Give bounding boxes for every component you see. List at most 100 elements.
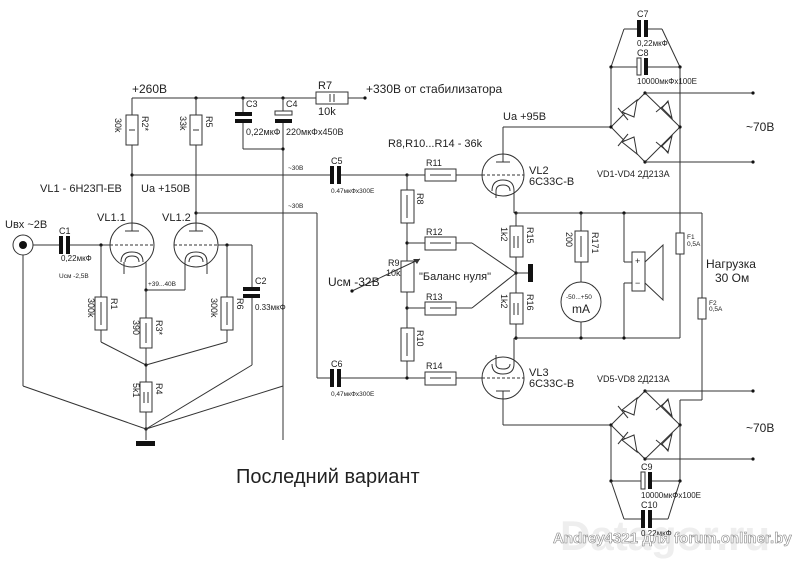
r7-value: 10k — [318, 106, 336, 118]
capacitor-c3 — [235, 112, 252, 123]
c3-value: 0,22мкФ — [246, 127, 281, 137]
c9-label: C9 — [641, 462, 653, 472]
r2-value: 30k — [113, 118, 123, 133]
capacitor-c2 — [243, 287, 260, 298]
resistor-r14 — [424, 371, 457, 386]
r6-label: R6 — [235, 298, 245, 310]
capacitor-c1 — [59, 236, 70, 254]
r16-label: R16 — [525, 294, 535, 311]
vl12-label: VL1.2 — [162, 212, 191, 224]
c1-label: C1 — [59, 226, 71, 236]
r171-label: R171 — [590, 232, 600, 254]
r4-label: R4 — [154, 383, 164, 395]
resistor-r2 — [125, 114, 139, 146]
resistor-r8 — [400, 189, 415, 224]
ac30-label-a: ~30В — [288, 165, 303, 172]
r3-value: 390 — [131, 320, 141, 335]
meter-unit: mA — [572, 302, 590, 316]
capacitor-c9 — [611, 471, 680, 490]
c8-value: 10000мкФх100Е — [637, 77, 697, 86]
fuse-f2 — [697, 297, 707, 320]
ac70-top-label: ~70В — [746, 120, 774, 134]
vl2-label: VL2 — [529, 165, 549, 177]
author-watermark: Andrey4321 для forum.onliner.by — [553, 530, 792, 547]
r13-label: R13 — [426, 292, 443, 302]
resistor-r10 — [400, 327, 415, 362]
r11-label: R11 — [426, 158, 442, 168]
ground-icon — [136, 441, 155, 446]
f2-label: F2 — [709, 300, 717, 307]
fuse-f1 — [675, 232, 685, 255]
r15-label: R15 — [525, 227, 535, 244]
capacitor-c10 — [610, 480, 681, 528]
f2-value: 0,5А — [709, 306, 723, 313]
tube-vl3 — [481, 338, 525, 400]
ua150-label: Ua +150В — [141, 183, 190, 195]
r8-label: R8 — [415, 193, 425, 205]
diode-bridge-vd1-vd4 — [610, 92, 681, 163]
r16-value: 1k2 — [499, 294, 509, 309]
c9-value: 10000мкФх100Е — [641, 491, 701, 500]
load-value: 30 Ом — [715, 271, 749, 285]
supply-260-label: +260В — [132, 82, 167, 96]
tube-vl2 — [481, 153, 525, 213]
diode-bridge-vd5-vd8 — [610, 390, 681, 460]
c8-label: C8 — [637, 48, 649, 58]
r9-label: R9 — [388, 258, 400, 268]
c7-label: C7 — [637, 9, 649, 19]
tube-vl1-2 — [173, 222, 219, 290]
resistor-r11 — [424, 168, 457, 182]
bridge2-label: VD5-VD8 2Д213А — [597, 374, 670, 384]
resistor-r1 — [94, 296, 108, 331]
input-jack-icon[interactable] — [12, 234, 34, 256]
tube-vl1-1 — [109, 222, 155, 290]
f1-value: 0,5А — [687, 241, 701, 248]
r5-label: R5 — [204, 116, 214, 128]
c5-value: 0.47мкФх300Е — [331, 188, 375, 195]
r14-label: R14 — [426, 361, 443, 371]
c5-label: C5 — [331, 156, 343, 166]
c3-label: C3 — [246, 99, 258, 109]
capacitor-c8 — [611, 57, 680, 76]
r2-label: R2* — [140, 116, 150, 132]
r6-value: 300k — [209, 298, 219, 318]
capacitor-c5 — [330, 166, 341, 184]
vl11-label: VL1.1 — [97, 212, 126, 224]
resistor-r171 — [574, 230, 589, 263]
input-voltage-label: Uвх ~2В — [5, 219, 47, 231]
r4-value: 5k1 — [131, 383, 141, 398]
resistor-r12 — [424, 236, 457, 251]
resistor-r4 — [139, 381, 153, 413]
ua95-label: Ua +95В — [503, 111, 546, 123]
r9-value: 10k — [386, 268, 401, 278]
bias-32-label: Uсм -32В — [328, 275, 380, 289]
load-label: Нагрузка — [706, 257, 756, 271]
balance-label: "Баланс нуля" — [419, 271, 491, 283]
diagram-title: Последний вариант — [236, 466, 420, 488]
r1-label: R1 — [109, 298, 119, 310]
ac70-bottom-label: ~70В — [746, 421, 774, 435]
vl3-label: VL3 — [529, 367, 549, 379]
c4-value: 220мкФх450В — [286, 127, 344, 137]
r7-label: R7 — [318, 80, 332, 92]
svg-text:−: − — [635, 278, 640, 288]
capacitor-c6 — [330, 369, 341, 387]
resistor-r5 — [189, 114, 203, 146]
ac30-label-b: ~30В — [288, 203, 303, 210]
meter-range: -50...+50 — [566, 294, 592, 301]
vl1-type-label: VL1 - 6Н23П-ЕВ — [40, 183, 122, 195]
r5-value: 33k — [178, 116, 188, 131]
resistor-r16 — [509, 292, 524, 325]
r3-label: R3* — [154, 320, 164, 336]
svg-text:+: + — [635, 256, 640, 266]
resistor-r7 — [315, 91, 349, 105]
bias-voltage-label: Uсм -2,5В — [59, 273, 89, 280]
supply-330-label: +330В от стабилизатора — [366, 82, 503, 96]
resistor-r13 — [424, 301, 457, 316]
vl3-type: 6С33С-В — [529, 378, 574, 390]
capacitor-c7 — [610, 20, 681, 68]
c6-value: 0,47мкФх300Е — [331, 391, 375, 398]
bridge1-label: VD1-VD4 2Д213А — [597, 169, 670, 179]
r171-value: 200 — [564, 232, 574, 247]
